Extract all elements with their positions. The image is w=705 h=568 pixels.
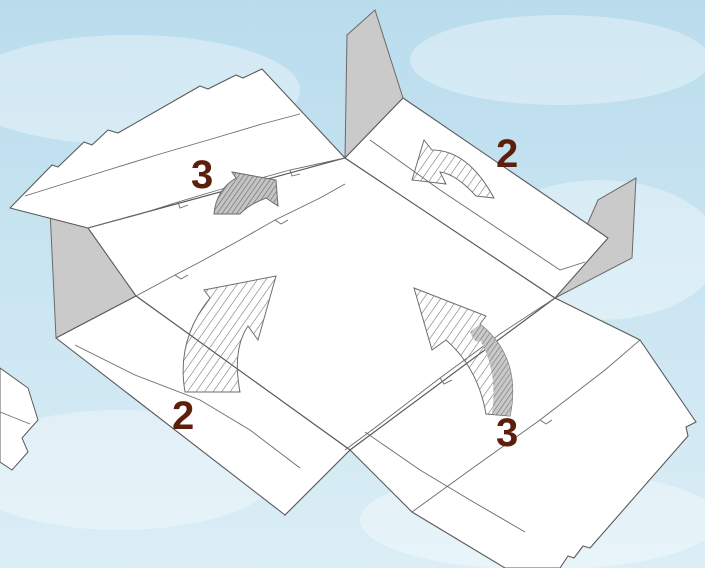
step-number-bottom-left: 2: [172, 396, 194, 436]
step-number-bottom-right: 3: [496, 413, 518, 453]
step-number-top-left: 3: [191, 155, 213, 195]
step-number-top-right: 2: [496, 134, 518, 174]
